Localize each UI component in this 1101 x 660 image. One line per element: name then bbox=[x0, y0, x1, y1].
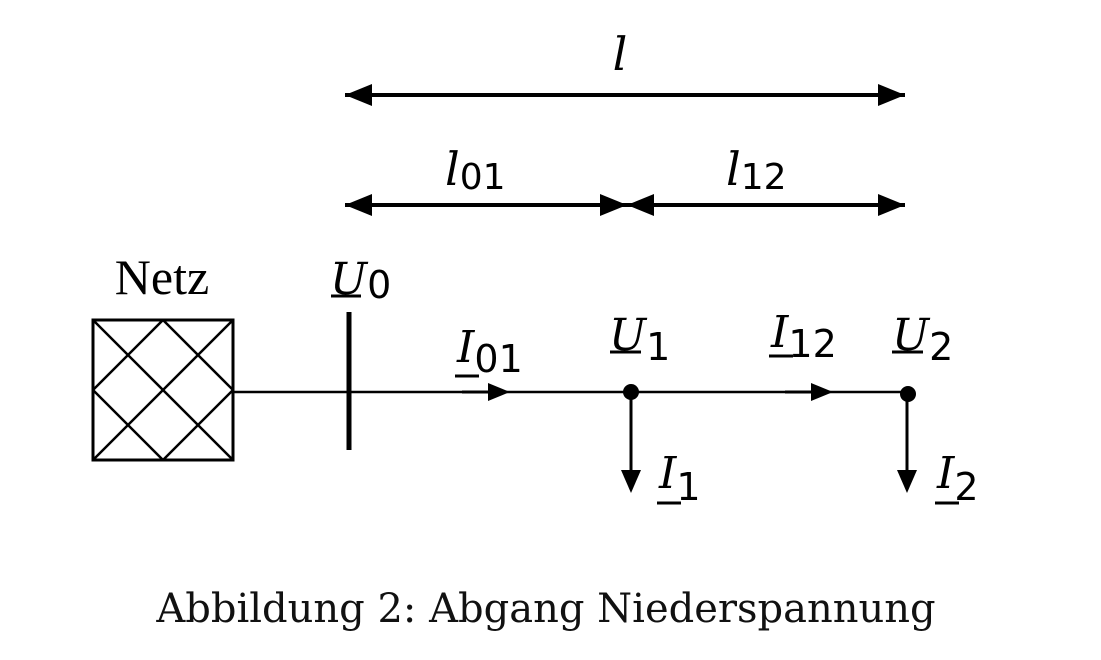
current-12-arrowhead bbox=[811, 383, 833, 401]
current-1-arrowhead bbox=[621, 470, 641, 493]
length-12-arrowhead-right bbox=[878, 194, 905, 216]
grid-source-label: Netz bbox=[115, 249, 209, 305]
length-total-arrowhead-right bbox=[878, 84, 905, 106]
length-total-dimension: l bbox=[345, 27, 905, 106]
length-total-label: l bbox=[613, 27, 628, 81]
current-2-arrowhead bbox=[897, 470, 917, 493]
current-01: I01 bbox=[455, 322, 523, 401]
length-01-arrowhead-right bbox=[600, 194, 627, 216]
figure-caption: Abbildung 2: Abgang Niederspannung bbox=[155, 586, 935, 632]
current-1: I1 bbox=[621, 392, 701, 509]
voltage-0-label: U0 bbox=[330, 254, 391, 307]
grid-source: Netz bbox=[91, 249, 235, 462]
svg-text:U1: U1 bbox=[609, 310, 670, 369]
length-12-arrowhead-left bbox=[627, 194, 654, 216]
voltage-1-label: U1 bbox=[609, 310, 670, 369]
svg-text:U0: U0 bbox=[330, 254, 391, 307]
voltage-2-label: U2 bbox=[892, 310, 953, 369]
length-01-dimension: l01 bbox=[345, 142, 627, 216]
length-12-label: l12 bbox=[726, 142, 787, 198]
current-12-label: I12 bbox=[770, 307, 837, 366]
current-2: I2 bbox=[897, 394, 979, 509]
current-01-arrowhead bbox=[488, 383, 510, 401]
length-01-arrowhead-left bbox=[345, 194, 372, 216]
current-12: I12 bbox=[769, 307, 837, 401]
grid-source-symbol bbox=[91, 318, 235, 462]
current-01-label: I01 bbox=[456, 322, 523, 381]
current-1-label: I1 bbox=[658, 448, 701, 509]
length-01-label: l01 bbox=[445, 142, 506, 198]
current-2-label: I2 bbox=[936, 448, 979, 509]
length-total-arrowhead-left bbox=[345, 84, 372, 106]
svg-text:U2: U2 bbox=[892, 310, 953, 369]
length-12-dimension: l12 bbox=[627, 142, 905, 216]
